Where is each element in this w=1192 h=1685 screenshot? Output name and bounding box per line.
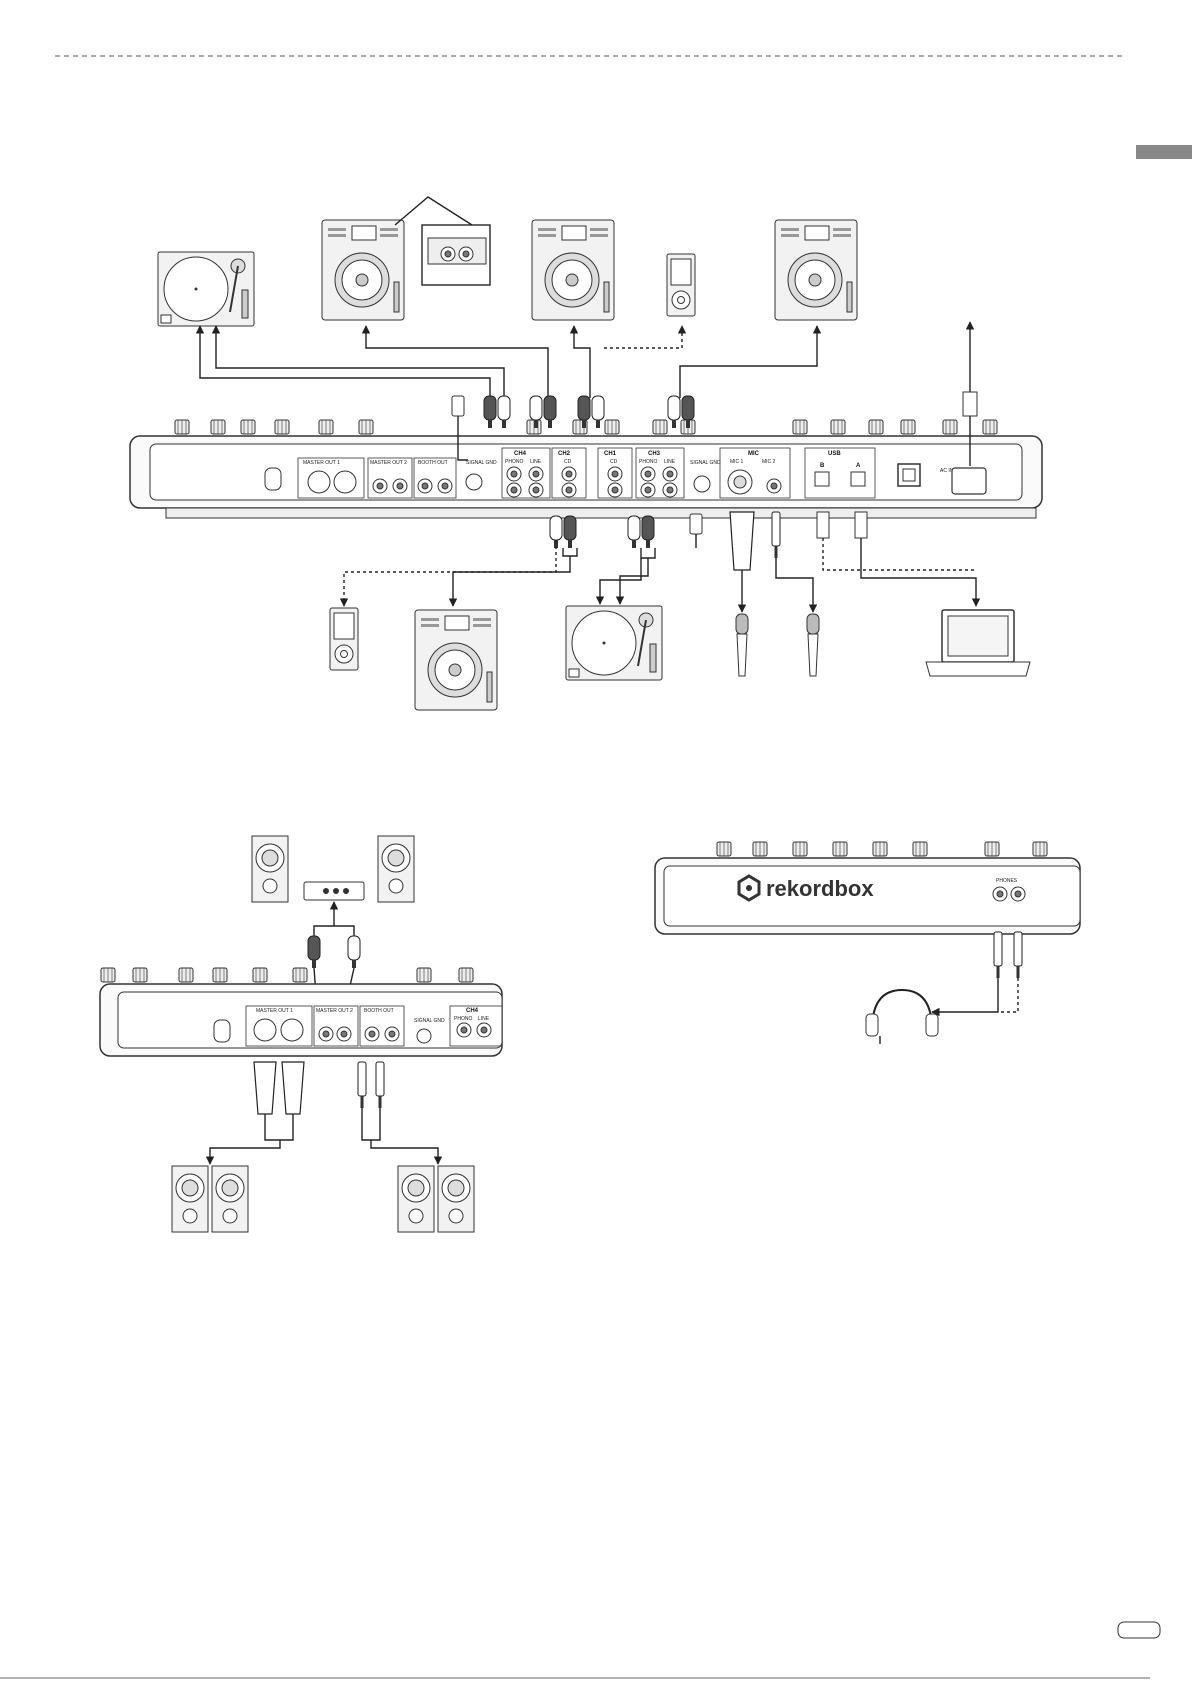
label-mic: MIC bbox=[748, 451, 760, 457]
label-ch4-detail: CH4 bbox=[466, 1008, 479, 1014]
label-ch2: CH2 bbox=[558, 451, 571, 457]
label-ch3-line: LINE bbox=[664, 459, 676, 465]
cdj-top-3 bbox=[775, 220, 857, 320]
label-signal-gnd-detail: SIGNAL GND bbox=[414, 1018, 445, 1024]
controller-rear-panel: MASTER OUT 1 MASTER OUT 2 BOOTH OUT SIGN… bbox=[130, 420, 1042, 518]
label-ch4: CH4 bbox=[514, 451, 527, 457]
headphones-icon bbox=[866, 990, 938, 1044]
label-usb-a: A bbox=[856, 463, 861, 469]
brand-text: rekordbox bbox=[766, 876, 874, 901]
section-tab-marker bbox=[1136, 145, 1192, 159]
label-ch4-phono-detail: PHONO bbox=[454, 1016, 472, 1022]
label-signal-gnd-1: SIGNAL GND bbox=[466, 460, 497, 466]
label-master-out1-detail: MASTER OUT 1 bbox=[256, 1008, 293, 1014]
top-devices bbox=[158, 197, 857, 326]
portable-player-top bbox=[667, 254, 695, 316]
label-phones: PHONES bbox=[996, 878, 1018, 884]
bottom-devices bbox=[330, 606, 1030, 710]
cdj-bottom bbox=[415, 610, 497, 710]
label-booth-out: BOOTH OUT bbox=[418, 460, 448, 466]
label-mic2: MIC 2 bbox=[762, 459, 776, 465]
label-ch4-phono: PHONO bbox=[505, 459, 523, 465]
page-number-badge bbox=[1118, 1622, 1160, 1638]
label-mic1: MIC 1 bbox=[730, 459, 744, 465]
microphone-2 bbox=[807, 614, 819, 676]
label-signal-gnd-2: SIGNAL GND bbox=[690, 460, 721, 466]
output-diagram: MASTER OUT 1 MASTER OUT 2 BOOTH OUT SIGN… bbox=[100, 836, 502, 1232]
label-ch3: CH3 bbox=[648, 451, 661, 457]
laptop-icon bbox=[926, 610, 1030, 676]
label-usb-b: B bbox=[820, 463, 825, 469]
label-master-out1: MASTER OUT 1 bbox=[303, 460, 340, 466]
label-ch1: CH1 bbox=[604, 451, 617, 457]
front-panel-diagram: rekordbox PHONES bbox=[655, 842, 1080, 1044]
cdj-top-1 bbox=[322, 220, 404, 320]
label-ch4-line: LINE bbox=[530, 459, 542, 465]
turntable-bottom bbox=[566, 606, 662, 680]
label-ch2-cd: CD bbox=[564, 459, 572, 465]
turntable-top-left bbox=[158, 252, 254, 326]
label-usb: USB bbox=[828, 451, 841, 457]
lower-cables bbox=[344, 512, 976, 612]
label-booth-out-detail: BOOTH OUT bbox=[364, 1008, 394, 1014]
portable-player-bottom bbox=[330, 608, 358, 670]
label-ch4-line-detail: LINE bbox=[478, 1016, 490, 1022]
rca-detail-callout bbox=[395, 197, 490, 285]
label-ch1-cd: CD bbox=[610, 459, 618, 465]
label-ch3-phono: PHONO bbox=[639, 459, 657, 465]
label-master-out2-detail: MASTER OUT 2 bbox=[316, 1008, 353, 1014]
microphone-1 bbox=[736, 614, 748, 676]
cdj-top-2 bbox=[532, 220, 614, 320]
label-master-out2: MASTER OUT 2 bbox=[370, 460, 407, 466]
